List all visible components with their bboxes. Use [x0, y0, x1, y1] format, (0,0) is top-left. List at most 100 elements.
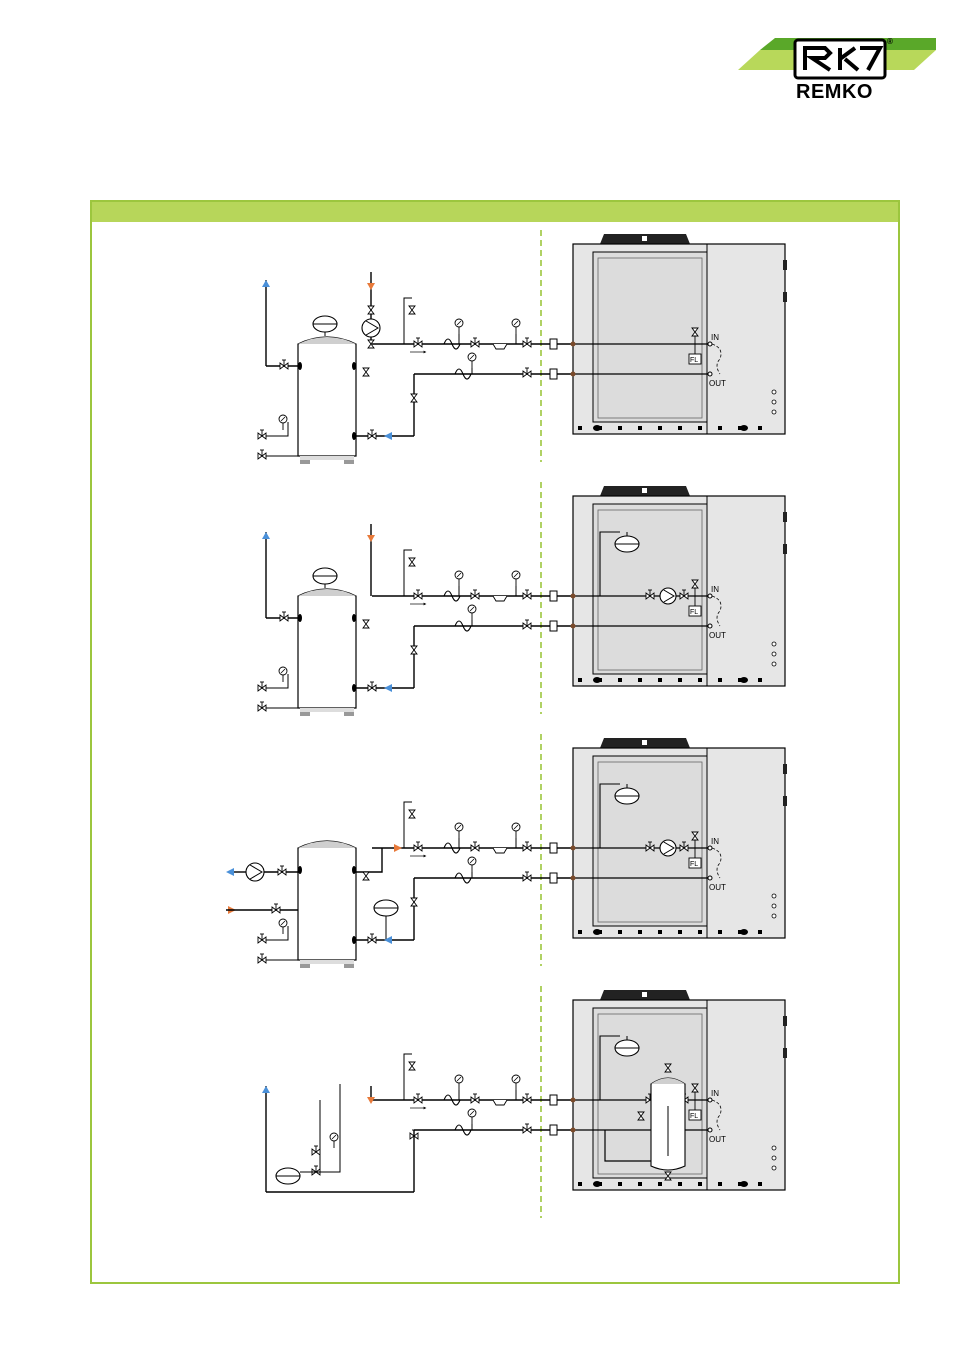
circulation-pump-icon	[361, 318, 381, 338]
gauge-needle	[513, 1076, 519, 1082]
valve-icon	[367, 305, 375, 315]
dirt-filter-icon	[492, 1099, 508, 1106]
flow-arrow-icon	[384, 432, 392, 440]
tank-base	[300, 960, 354, 964]
unit-foot	[618, 678, 622, 682]
unit-foot	[698, 1182, 702, 1186]
coupling-icon	[549, 338, 558, 350]
circulation-pump-icon	[245, 862, 265, 882]
heat-exchanger-dashed	[711, 847, 722, 879]
flow-arrow-icon	[367, 535, 375, 542]
valve-body	[664, 1063, 672, 1073]
valve-body	[410, 393, 418, 403]
pump-housing	[659, 587, 677, 605]
pressure-gauge-icon	[278, 666, 288, 682]
coupling-icon	[549, 590, 558, 602]
flow-arrow-icon	[384, 684, 392, 692]
gauge-needle	[456, 572, 462, 578]
valve-icon	[470, 841, 480, 852]
valve-icon	[410, 645, 418, 655]
wall-feedthrough	[570, 845, 576, 851]
gauge-needle	[513, 320, 519, 326]
valve-icon	[408, 305, 416, 315]
valve-icon	[367, 681, 377, 692]
in-port	[707, 341, 713, 347]
pressure-gauge-icon	[511, 318, 521, 334]
valve-icon	[413, 337, 423, 348]
out-port	[707, 623, 713, 629]
valve-body	[410, 897, 418, 907]
valve-icon	[664, 1063, 672, 1073]
filter-body	[492, 595, 508, 602]
tank-port	[298, 614, 302, 622]
valve-icon	[413, 589, 423, 600]
wall-feedthrough	[570, 1097, 576, 1103]
vessel-connection-pipe	[599, 531, 620, 596]
tank-cap	[298, 841, 356, 848]
frame-border	[90, 200, 900, 1284]
valve-body	[367, 305, 375, 315]
pump-impeller	[249, 864, 263, 880]
buffer-tank	[297, 588, 357, 716]
flex-hose-icon	[454, 1124, 472, 1136]
vent-branch	[403, 801, 412, 848]
unit-service-port-icon	[771, 389, 777, 395]
unit-side-fitting	[783, 260, 787, 270]
logo-mark-k	[838, 46, 860, 72]
filter-body	[492, 1099, 508, 1106]
valve-body	[408, 305, 416, 315]
gauge-needle	[513, 572, 519, 578]
valve-icon	[522, 871, 532, 882]
filter-body	[492, 343, 508, 350]
circulation-pump-icon	[659, 839, 677, 857]
unit-foot	[578, 678, 582, 682]
unit-foot	[698, 426, 702, 430]
unit-foot	[718, 1182, 722, 1186]
flex-hose-icon	[443, 1094, 461, 1106]
valve-icon	[408, 809, 416, 819]
valve-icon	[470, 1093, 480, 1104]
valve-icon	[257, 933, 267, 944]
internal-tank-return	[604, 1130, 651, 1162]
unit-service-port-icon	[771, 409, 777, 415]
valve-icon	[691, 1083, 699, 1093]
unit-foot	[718, 678, 722, 682]
valve-icon	[413, 841, 423, 852]
unit-foot	[718, 426, 722, 430]
valve-icon	[637, 1111, 645, 1121]
valve-icon	[362, 871, 370, 881]
unit-foot	[618, 930, 622, 934]
tank-port	[298, 362, 302, 370]
vessel-connection-pipe	[599, 1035, 620, 1100]
expansion-vessel-icon	[614, 535, 640, 553]
unit-foot	[638, 930, 642, 934]
logo-registered: ®	[887, 37, 893, 46]
flex-hose-icon	[443, 338, 461, 350]
in-label: IN	[711, 1089, 719, 1098]
out-label: OUT	[709, 1135, 726, 1144]
primary-supply-connector	[356, 848, 383, 873]
gauge-needle	[456, 824, 462, 830]
unit-service-port-icon	[771, 1155, 777, 1161]
valve-body	[367, 339, 375, 349]
out-label: OUT	[709, 379, 726, 388]
frame-header-bar	[90, 200, 900, 222]
pressure-gauge-icon	[467, 856, 477, 872]
valve-body	[362, 367, 370, 377]
valve-icon	[470, 337, 480, 348]
gauge-needle	[280, 920, 286, 926]
tank-base	[300, 708, 354, 712]
flow-arrow-icon	[394, 844, 402, 852]
flex-hose-icon	[443, 842, 461, 854]
valve-icon	[279, 359, 289, 370]
wall-feedthrough	[570, 341, 576, 347]
valve-icon	[522, 337, 532, 348]
unit-wheel	[593, 1181, 601, 1187]
gauge-needle	[469, 1110, 475, 1116]
unit-foot	[758, 678, 762, 682]
unit-panel-inset	[597, 761, 703, 923]
pressure-gauge-icon	[454, 1074, 464, 1090]
